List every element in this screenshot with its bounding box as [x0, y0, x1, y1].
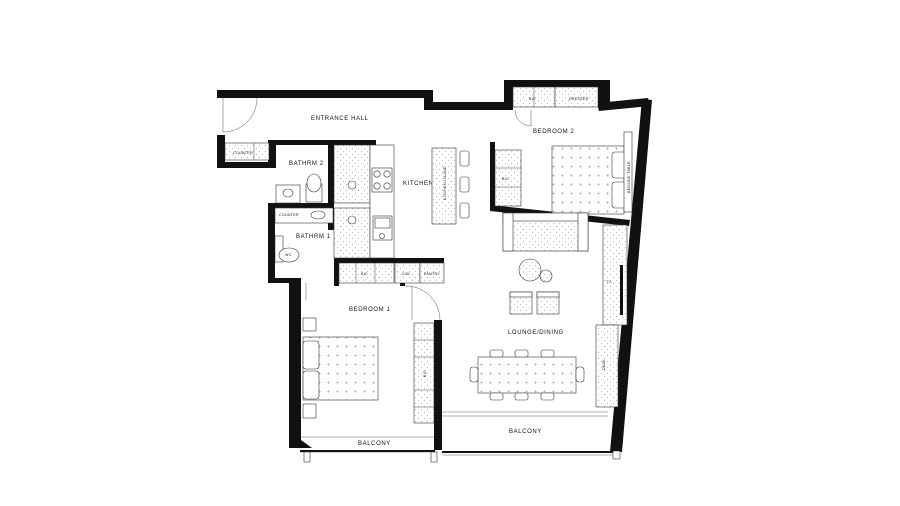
bath1-counter-label: COUNTER — [279, 213, 299, 217]
kitchen-island — [431, 147, 457, 225]
bathroom-2-label: BATHRM 2 — [289, 161, 324, 167]
entrance-hall-label: ENTRANCE HALL — [311, 116, 369, 122]
tv-unit — [602, 224, 628, 326]
hall-counter-label: COUNTER — [233, 151, 253, 155]
balcony-right-label: BALCONY — [509, 429, 542, 435]
bathroom-1-label: BATHRM 1 — [296, 234, 331, 240]
bed1-bic — [413, 322, 435, 424]
hall-bic-label: BIC — [361, 272, 368, 276]
burner-4 — [383, 182, 391, 190]
tv-label: TV — [606, 280, 611, 284]
pantry-label: PANTRY — [424, 272, 440, 276]
balcony-lines — [300, 411, 621, 463]
kitchen-island-label: KITCHEN ISLAND — [443, 166, 447, 200]
cw-label: C/W — [402, 272, 410, 276]
kitchen-label: KITCHEN — [403, 181, 434, 187]
bedside-table — [623, 131, 633, 213]
dining-chairs — [469, 349, 585, 401]
dresser-label: DRESSER — [569, 97, 589, 101]
bath1-toilet-bowl — [278, 247, 300, 263]
wc-label: WC — [285, 253, 292, 257]
bed2-bic-top-label: BIC — [529, 97, 536, 101]
bedroom-2-label: BEDROOM 2 — [533, 129, 574, 135]
bed2-bic-side — [494, 149, 522, 207]
dining-table — [477, 356, 577, 394]
tv — [620, 265, 623, 315]
burner-3 — [373, 182, 381, 190]
bath2-basin — [282, 188, 294, 198]
hall-bic — [338, 262, 395, 284]
coffee-table-1 — [518, 258, 542, 282]
desk — [595, 324, 619, 408]
bed1-bic-label: BIC — [423, 370, 427, 377]
bedside-table-label: BEDSIDE TABLE — [627, 161, 631, 193]
bath1-basin — [310, 210, 326, 220]
dresser — [554, 86, 599, 108]
hall-counter — [224, 142, 270, 161]
bath1-toilet-cistern — [274, 235, 284, 263]
balcony-left-label: BALCONY — [358, 441, 391, 447]
burner-1 — [373, 170, 381, 178]
stool-3 — [459, 202, 470, 219]
bath2-toilet-bowl — [306, 173, 322, 193]
coffee-table-2 — [539, 269, 553, 283]
bath2-shower — [333, 144, 371, 204]
desk-label: DESK — [602, 359, 606, 370]
stool-1 — [459, 150, 470, 167]
bed1-pillow-1 — [302, 340, 320, 370]
burner-2 — [383, 170, 391, 178]
bed1-pillow-2 — [302, 370, 320, 400]
kitchen-counter — [369, 144, 395, 259]
lounge-dining-label: LOUNGE/DINING — [508, 330, 564, 336]
door-swings — [222, 97, 532, 321]
bed1-side-table-2 — [302, 403, 317, 419]
bath1-shower — [333, 207, 371, 259]
bed2-bic-side-label: BIC — [502, 177, 509, 181]
pantry — [419, 262, 445, 284]
stool-2 — [459, 176, 470, 193]
bedroom-1-label: BEDROOM 1 — [349, 307, 390, 313]
bed1-side-table-1 — [302, 317, 317, 332]
